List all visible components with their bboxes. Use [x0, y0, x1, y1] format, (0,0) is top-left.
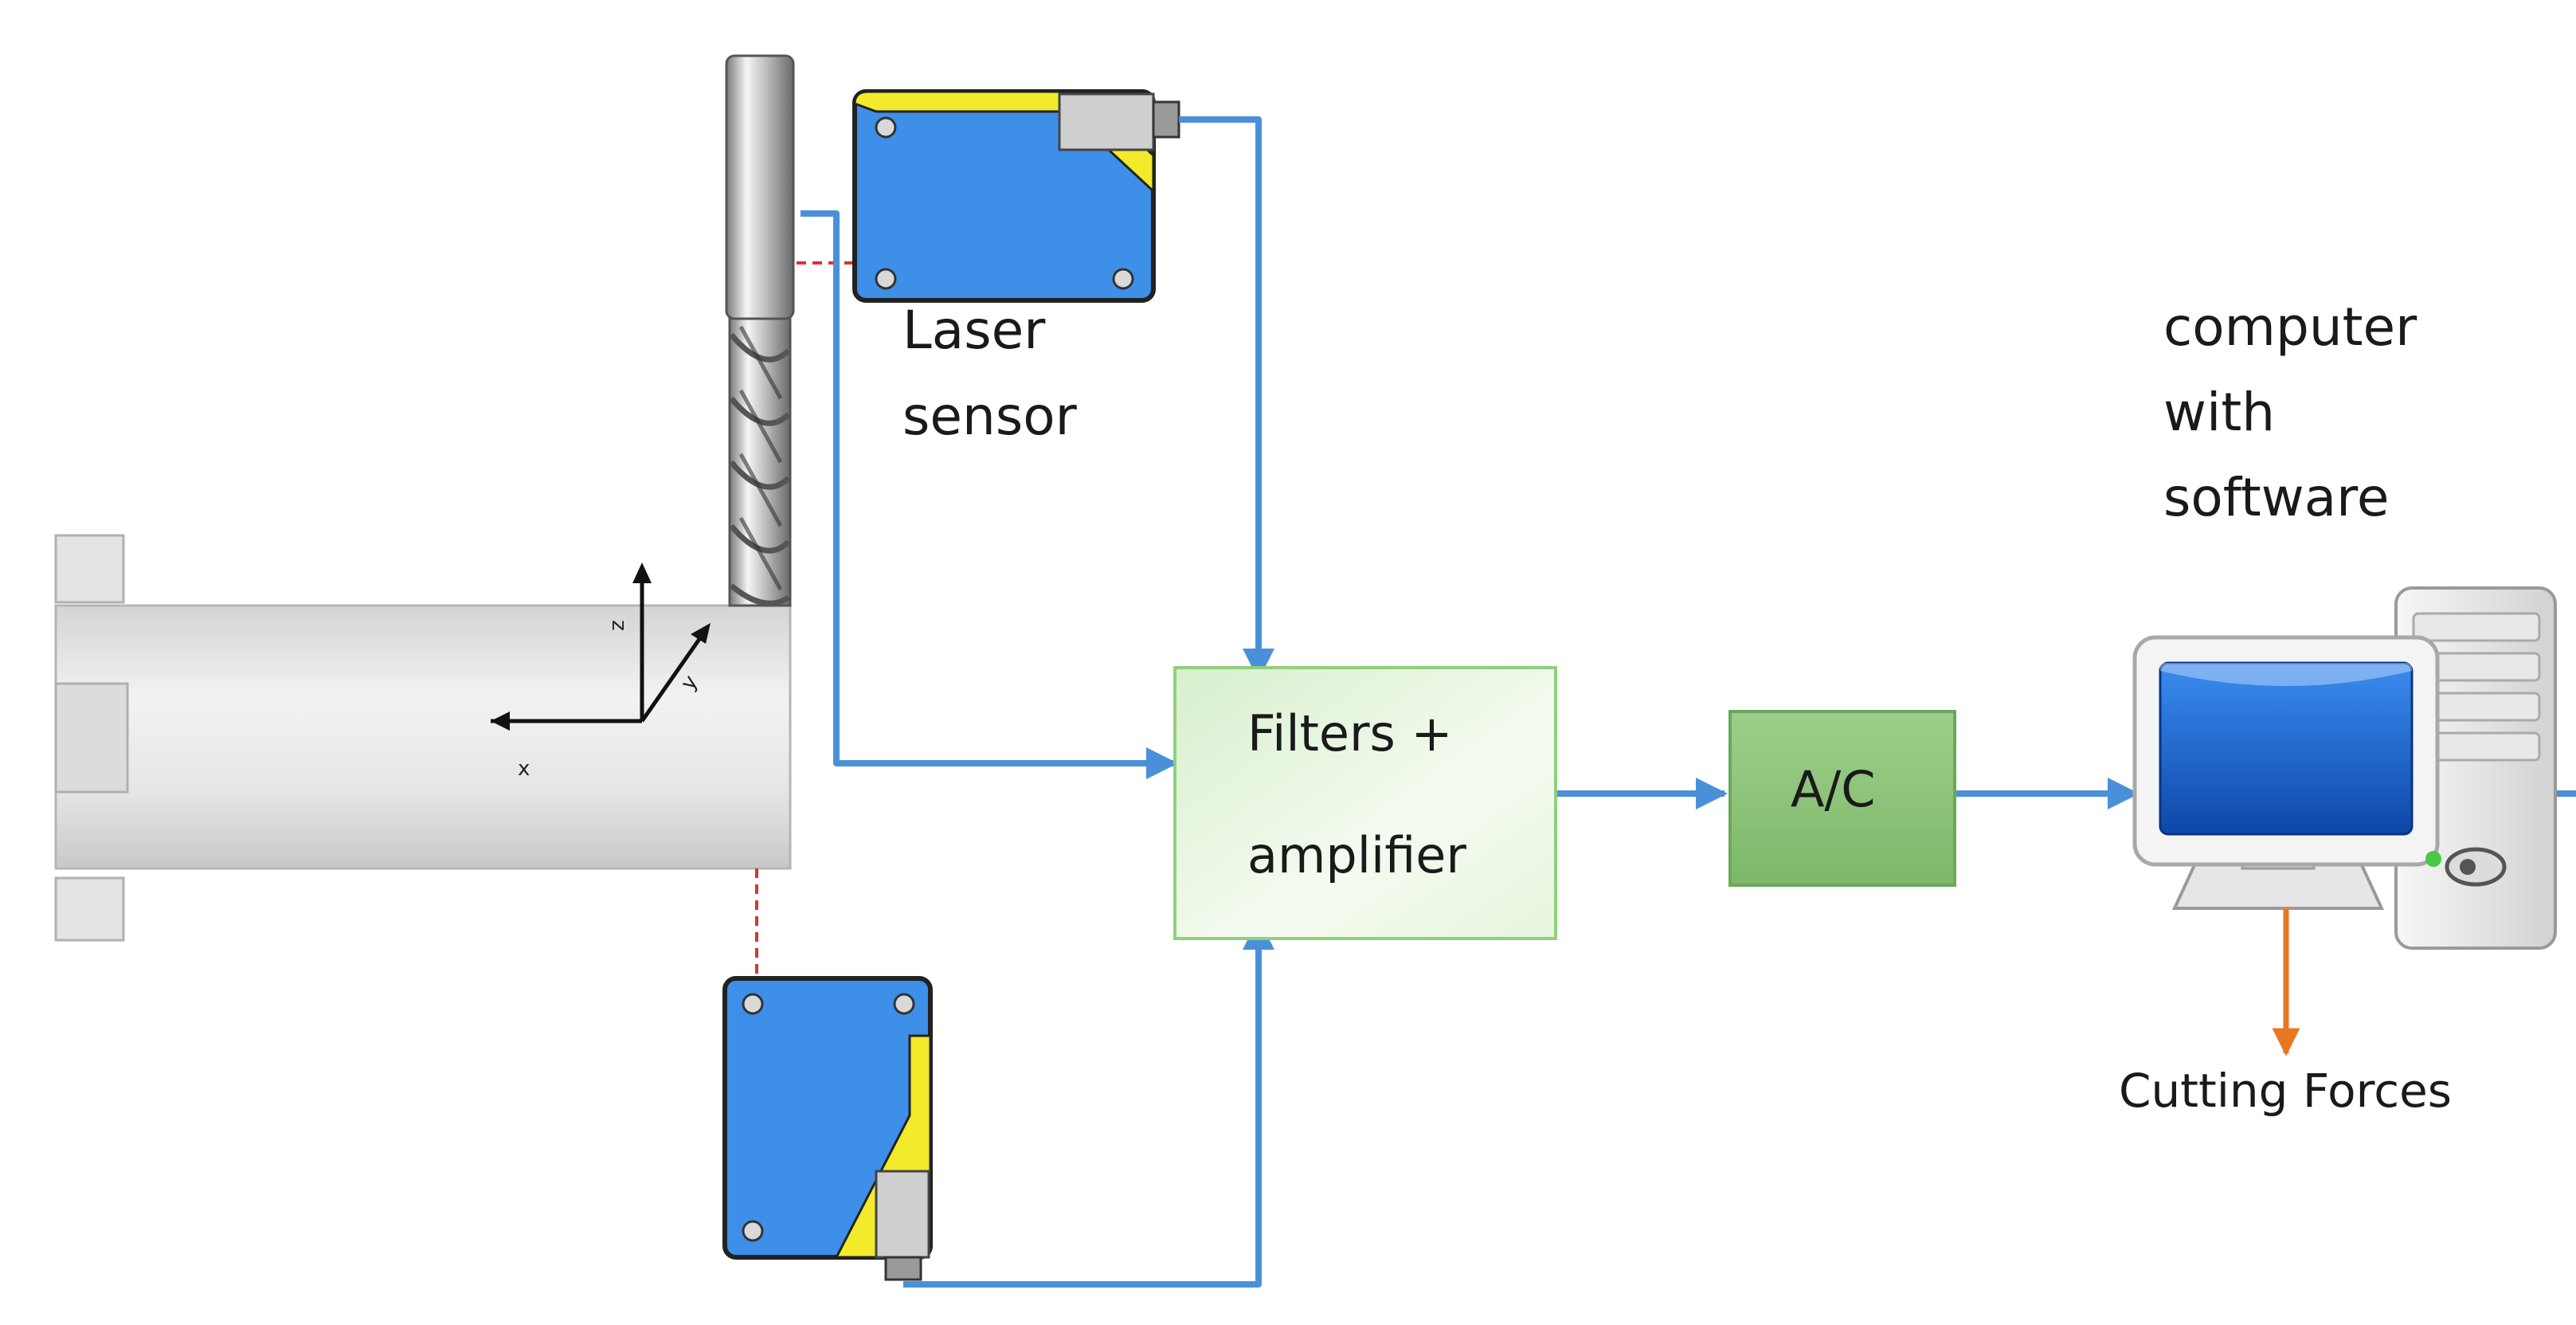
- computer-label-line2: with: [2163, 382, 2276, 443]
- signal-line-top-sensor: [1179, 116, 1274, 680]
- signal-lines: [801, 116, 2576, 1288]
- axis-label-z: z: [605, 620, 629, 631]
- computer-label-line3: software: [2163, 467, 2390, 528]
- filters-label-line1: Filters +: [1247, 704, 1453, 762]
- laser-sensor-icon-bottom: [722, 976, 933, 1281]
- cutting-forces-label: Cutting Forces: [2119, 1064, 2453, 1118]
- filters-label-line2: amplifier: [1247, 826, 1466, 884]
- signal-line-bottom-sensor: [903, 918, 1274, 1288]
- laser-sensor-label-line2: sensor: [902, 386, 1077, 447]
- ac-converter-box: [1728, 710, 1956, 887]
- laser-sensor-label-line1: Laser: [902, 300, 1046, 361]
- filters-amplifier-box: [1173, 666, 1557, 940]
- signal-line-tool: [801, 210, 1178, 779]
- laser-sensor-icon-top: [852, 89, 1180, 303]
- ac-box-label: A/C: [1791, 760, 1876, 818]
- desktop-computer-icon: [2132, 586, 2557, 950]
- computer-label-line1: computer: [2163, 296, 2417, 358]
- end-mill-icon: [725, 54, 795, 607]
- workpiece-cylinder-icon: [54, 534, 792, 942]
- axis-label-x: x: [518, 757, 530, 781]
- coordinate-axes: [491, 563, 711, 731]
